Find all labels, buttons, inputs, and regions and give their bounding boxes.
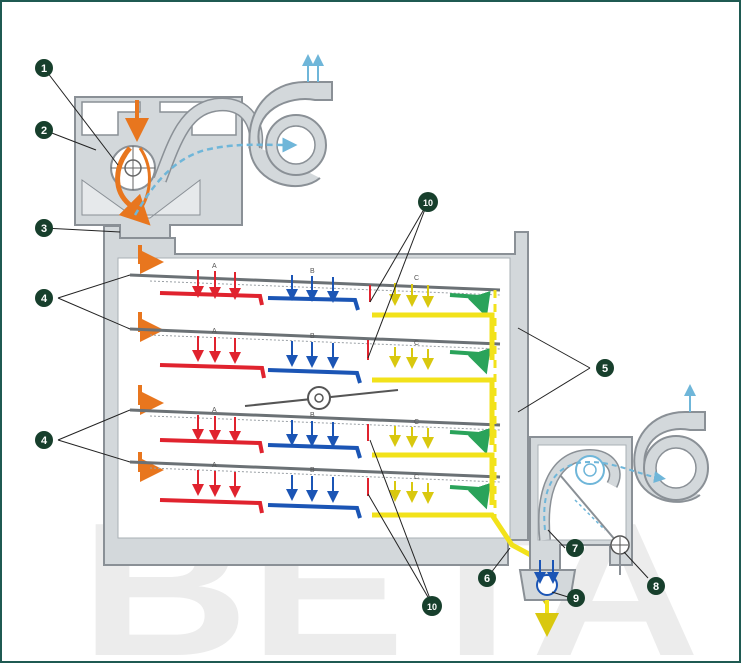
zone-label-c: C [414,474,419,481]
callout-4-lower: 4 [35,431,53,449]
svg-text:5: 5 [602,363,608,375]
recirculation-fan [575,455,605,485]
zone-label-b: B [310,467,315,474]
heater-element [610,535,630,575]
callout-1: 1 [35,59,53,77]
callout-6: 6 [478,569,496,587]
tier-2 [129,312,501,384]
tier-3 [129,385,501,459]
svg-text:10: 10 [427,602,437,612]
callout-4-upper: 4 [35,289,53,307]
callout-8: 8 [647,577,665,595]
zone-label-a: A [212,407,217,414]
svg-text:1: 1 [41,63,47,75]
side-exhaust-air-flow [543,384,696,531]
zone-label-b: B [310,333,315,340]
conveyor-tiers [129,245,501,519]
svg-text:10: 10 [423,198,433,208]
leader-lines [43,67,649,605]
svg-text:9: 9 [573,593,579,605]
zone-label-b: B [310,268,315,275]
product-inlet-flow [115,100,151,226]
callout-10-upper: 10 [418,192,438,212]
svg-text:7: 7 [572,543,578,555]
central-agitator [244,386,399,410]
callouts: 1 2 3 4 4 5 6 7 8 9 10 10 [35,59,665,616]
callout-3: 3 [35,219,53,237]
zone-label-a: A [212,263,217,270]
discharge-valve [518,560,577,637]
callout-5: 5 [596,359,614,377]
tier-1 [129,245,501,318]
callout-9: 9 [567,589,585,607]
callout-7: 7 [566,539,584,557]
svg-text:4: 4 [41,293,48,305]
svg-text:2: 2 [41,125,47,137]
zone-label-a: A [212,328,217,335]
zone-label-c: C [414,419,419,426]
callout-10-lower: 10 [422,596,442,616]
tier-4 [129,452,501,519]
zone-label-c: C [414,275,419,282]
side-exhaust-fan [633,411,709,503]
svg-text:8: 8 [653,581,659,593]
svg-text:4: 4 [41,435,48,447]
callout-2: 2 [35,121,53,139]
top-exhaust-air-flow [133,54,324,216]
svg-text:3: 3 [41,223,47,235]
zone-labels: A B C A B C A B C A B C [212,263,419,481]
zone-label-a: A [212,462,217,469]
zone-label-b: B [310,412,315,419]
svg-text:6: 6 [484,573,490,585]
zone-label-c: C [414,340,419,347]
yellow-air-ducts [372,290,556,607]
